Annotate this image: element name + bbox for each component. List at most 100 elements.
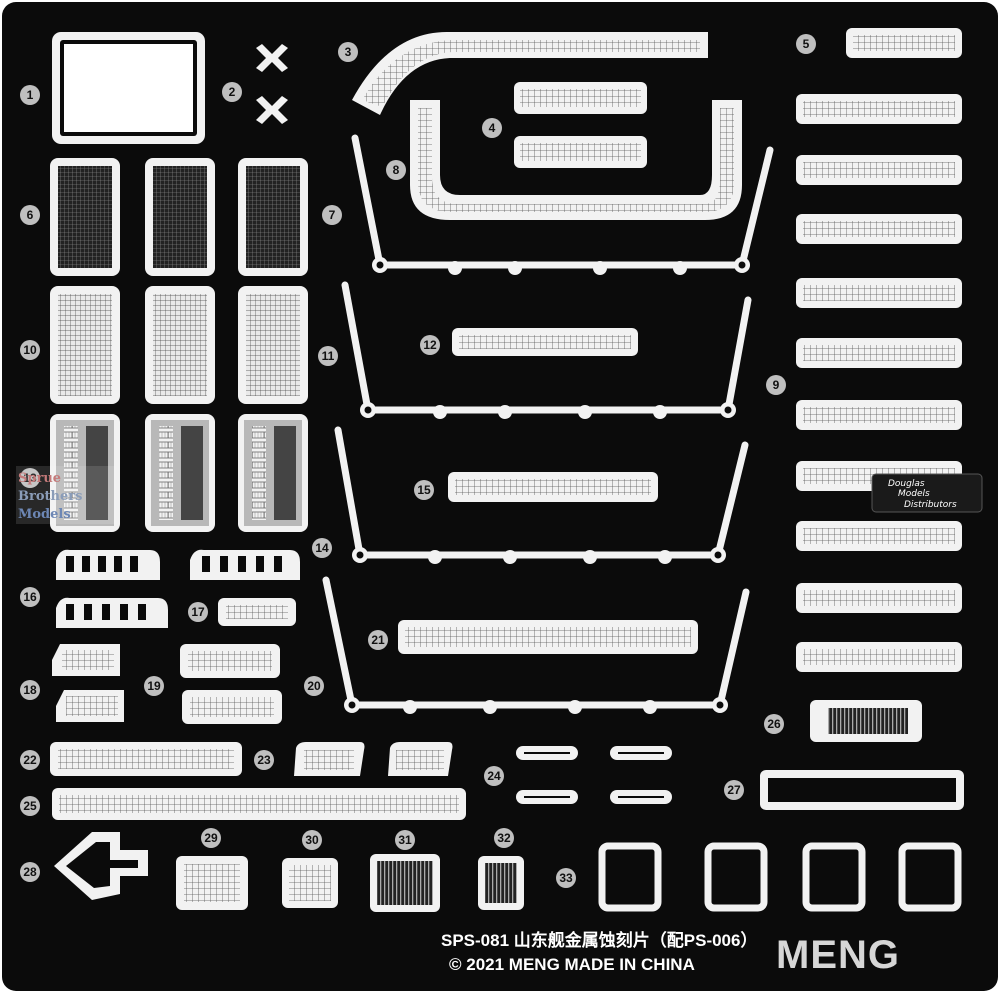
meng-logo: MENG bbox=[772, 928, 962, 977]
part-8-u-rail bbox=[410, 100, 742, 220]
part-label-circle-2 bbox=[222, 82, 242, 102]
part-label-22: 22 bbox=[23, 753, 37, 767]
part-label-circle-16 bbox=[20, 587, 40, 607]
footer-line-1: SPS-081 山东舰金属蚀刻片（配PS-006） bbox=[441, 930, 757, 950]
part-label-circle-26 bbox=[764, 714, 784, 734]
part-label-2: 2 bbox=[229, 85, 236, 99]
part-label-32: 32 bbox=[497, 831, 511, 845]
part-label-circle-17 bbox=[188, 602, 208, 622]
part-13-ladders bbox=[50, 414, 308, 532]
part-label-24: 24 bbox=[487, 769, 501, 783]
part-label-3: 3 bbox=[345, 45, 352, 59]
part-label-circle-27 bbox=[724, 780, 744, 800]
part-label-circle-14 bbox=[312, 538, 332, 558]
part-label-circle-33 bbox=[556, 868, 576, 888]
part-label-14: 14 bbox=[315, 541, 329, 555]
part-label-circle-31 bbox=[395, 830, 415, 850]
part-label-21: 21 bbox=[371, 633, 385, 647]
part-label-30: 30 bbox=[305, 833, 319, 847]
right-strips bbox=[796, 28, 962, 672]
inner-strips bbox=[398, 328, 698, 654]
part-label-8: 8 bbox=[393, 163, 400, 177]
part-label-circle-10 bbox=[20, 340, 40, 360]
part-label-16: 16 bbox=[23, 590, 37, 604]
part-label-25: 25 bbox=[23, 799, 37, 813]
part-27 bbox=[760, 770, 964, 810]
part-6-7-grilles bbox=[50, 158, 308, 276]
railing-frames bbox=[322, 134, 774, 709]
part-label-31: 31 bbox=[398, 833, 412, 847]
part-4-strips bbox=[514, 82, 647, 168]
parts-29-32 bbox=[176, 854, 524, 912]
part-label-circle-6 bbox=[20, 205, 40, 225]
part-label-26: 26 bbox=[767, 717, 781, 731]
part-28 bbox=[54, 832, 148, 900]
badge-line-1: Douglas bbox=[888, 479, 925, 489]
part-label-circle-4 bbox=[482, 118, 502, 138]
part-label-circle-1 bbox=[20, 85, 40, 105]
part-label-circle-25 bbox=[20, 796, 40, 816]
part-label-circle-30 bbox=[302, 830, 322, 850]
part-label-1: 1 bbox=[27, 88, 34, 102]
part-label-10: 10 bbox=[23, 343, 37, 357]
part-label-28: 28 bbox=[23, 865, 37, 879]
part-label-circle-18 bbox=[20, 680, 40, 700]
small-grilles bbox=[50, 598, 466, 820]
part-label-circle-23 bbox=[254, 750, 274, 770]
part-label-29: 29 bbox=[204, 831, 218, 845]
watermark-line-3: Models bbox=[18, 507, 71, 522]
part-26 bbox=[810, 700, 922, 742]
part-label-circle-28 bbox=[20, 862, 40, 882]
part-label-27: 27 bbox=[727, 783, 741, 797]
part-3-curved-rail bbox=[352, 31, 708, 115]
part-label-33: 33 bbox=[559, 871, 573, 885]
part-label-20: 20 bbox=[307, 679, 321, 693]
part-label-circle-24 bbox=[484, 766, 504, 786]
part-label-23: 23 bbox=[257, 753, 271, 767]
part-2-clips bbox=[256, 44, 288, 124]
part-label-circle-8 bbox=[386, 160, 406, 180]
part-label-circle-32 bbox=[494, 828, 514, 848]
part-label-circle-12 bbox=[420, 335, 440, 355]
part-33-frames bbox=[598, 842, 962, 912]
badge-line-2: Models bbox=[898, 489, 930, 499]
part-label-12: 12 bbox=[423, 338, 437, 352]
part-label-4: 4 bbox=[489, 121, 496, 135]
part-label-7: 7 bbox=[329, 208, 336, 222]
part-label-circle-19 bbox=[144, 676, 164, 696]
part-label-19: 19 bbox=[147, 679, 161, 693]
part-label-circle-20 bbox=[304, 676, 324, 696]
part-label-circle-11 bbox=[318, 346, 338, 366]
part-label-circle-9 bbox=[766, 375, 786, 395]
badge-line-3: Distributors bbox=[904, 500, 957, 510]
part-label-circle-29 bbox=[201, 828, 221, 848]
part-label-circle-15 bbox=[414, 480, 434, 500]
distributor-badge: Douglas Models Distributors bbox=[871, 473, 983, 513]
part-label-18: 18 bbox=[23, 683, 37, 697]
part-label-6: 6 bbox=[27, 208, 34, 222]
watermark-logo: Sprue Brothers Models bbox=[16, 466, 116, 524]
part-label-circle-3 bbox=[338, 42, 358, 62]
part-label-9: 9 bbox=[773, 378, 780, 392]
watermark-line-2: Brothers bbox=[18, 489, 82, 504]
part-label-circle-21 bbox=[368, 630, 388, 650]
part-24-pin-slots bbox=[524, 752, 664, 798]
part-label-13: 13 bbox=[23, 471, 37, 485]
part-label-5: 5 bbox=[803, 37, 810, 51]
part-label-circle-5 bbox=[796, 34, 816, 54]
part-1-frame bbox=[52, 32, 205, 144]
part-16-comb-slots bbox=[66, 556, 282, 620]
railing-post-holes bbox=[348, 261, 746, 709]
part-label-circle-22 bbox=[20, 750, 40, 770]
footer-line-2: © 2021 MENG MADE IN CHINA bbox=[449, 955, 695, 974]
part-label-11: 11 bbox=[322, 349, 335, 363]
watermark-line-1: Sprue bbox=[18, 471, 61, 486]
part-10-grilles bbox=[50, 286, 308, 404]
logo-text: MENG bbox=[776, 933, 900, 977]
part-label-circle-7 bbox=[322, 205, 342, 225]
part-label-circle-13 bbox=[20, 468, 40, 488]
part-label-17: 17 bbox=[191, 605, 205, 619]
part-label-15: 15 bbox=[417, 483, 431, 497]
